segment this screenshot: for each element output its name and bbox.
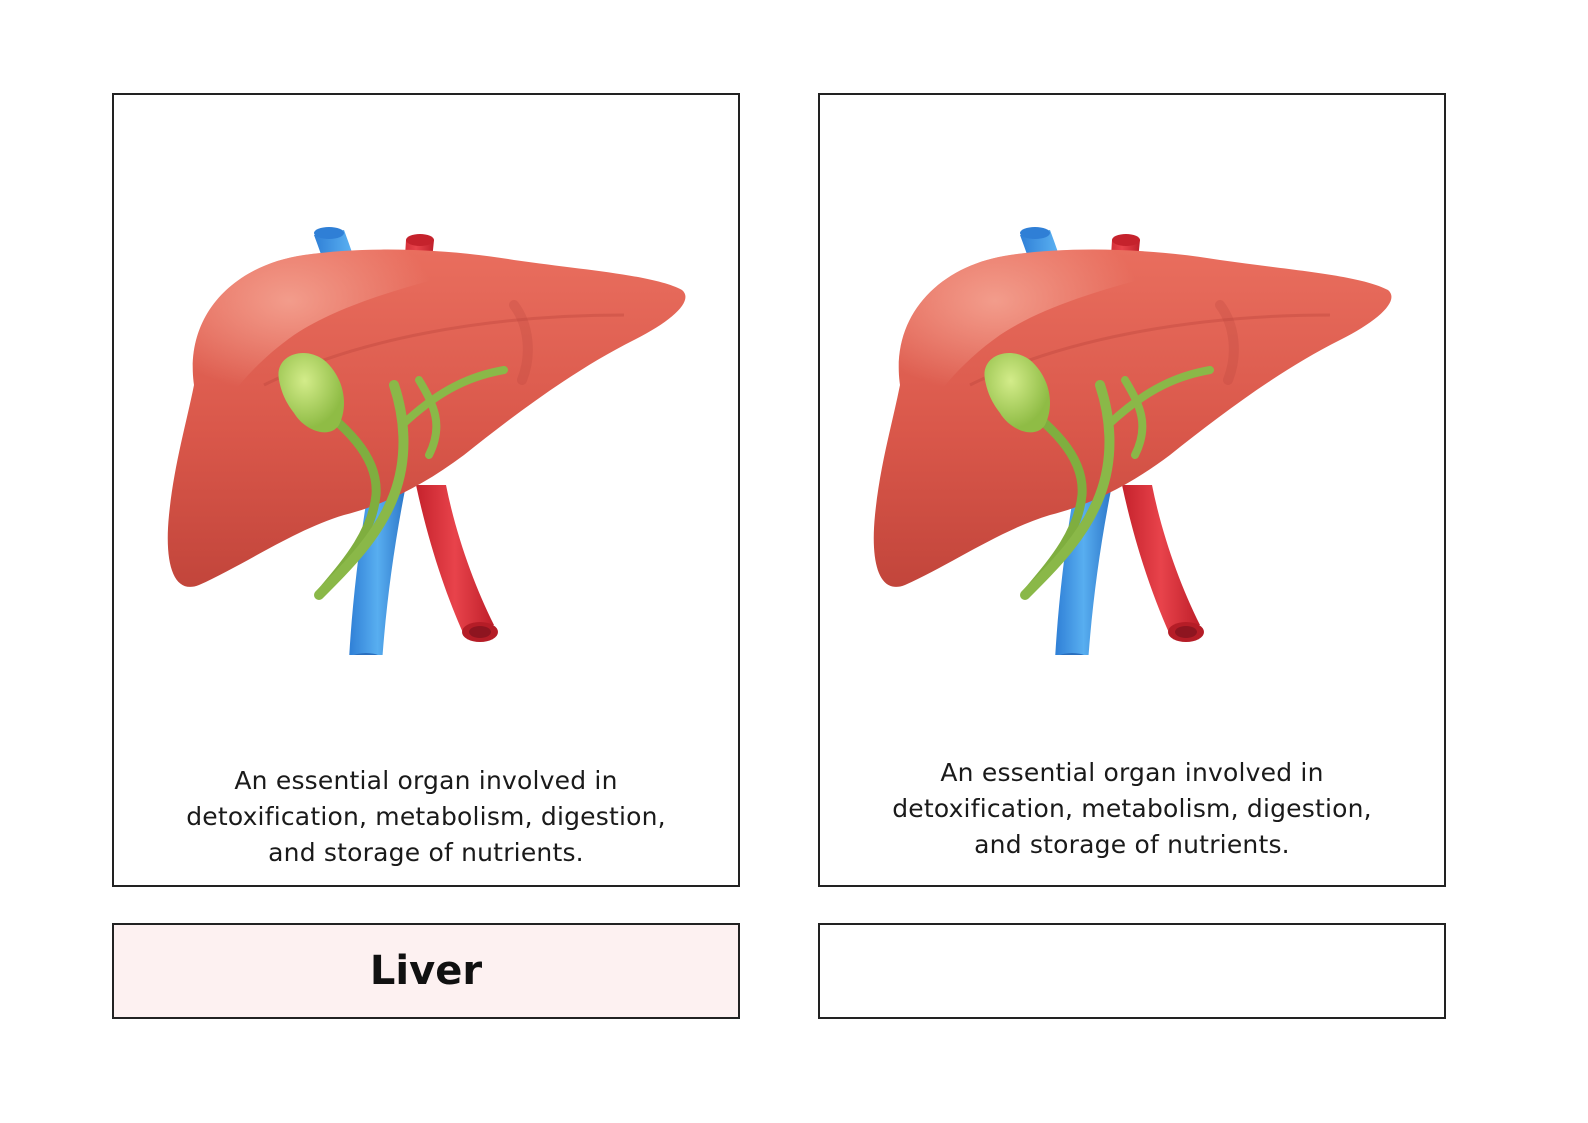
description-line: detoxification, metabolism, digestion, xyxy=(186,802,666,831)
card-description: An essential organ involved in detoxific… xyxy=(134,763,718,871)
description-line: An essential organ involved in xyxy=(234,766,618,795)
organ-label: Liver xyxy=(369,948,483,994)
description-line: An essential organ involved in xyxy=(940,758,1324,787)
label-box-left: Liver xyxy=(112,923,740,1019)
label-box-right xyxy=(818,923,1446,1019)
card-description: An essential organ involved in detoxific… xyxy=(840,755,1424,863)
card-left: An essential organ involved in detoxific… xyxy=(112,93,740,887)
liver-illustration-icon xyxy=(860,155,1408,655)
description-line: and storage of nutrients. xyxy=(268,838,584,867)
description-line: and storage of nutrients. xyxy=(974,830,1290,859)
liver-illustration-icon xyxy=(154,155,702,655)
card-right: An essential organ involved in detoxific… xyxy=(818,93,1446,887)
description-line: detoxification, metabolism, digestion, xyxy=(892,794,1372,823)
